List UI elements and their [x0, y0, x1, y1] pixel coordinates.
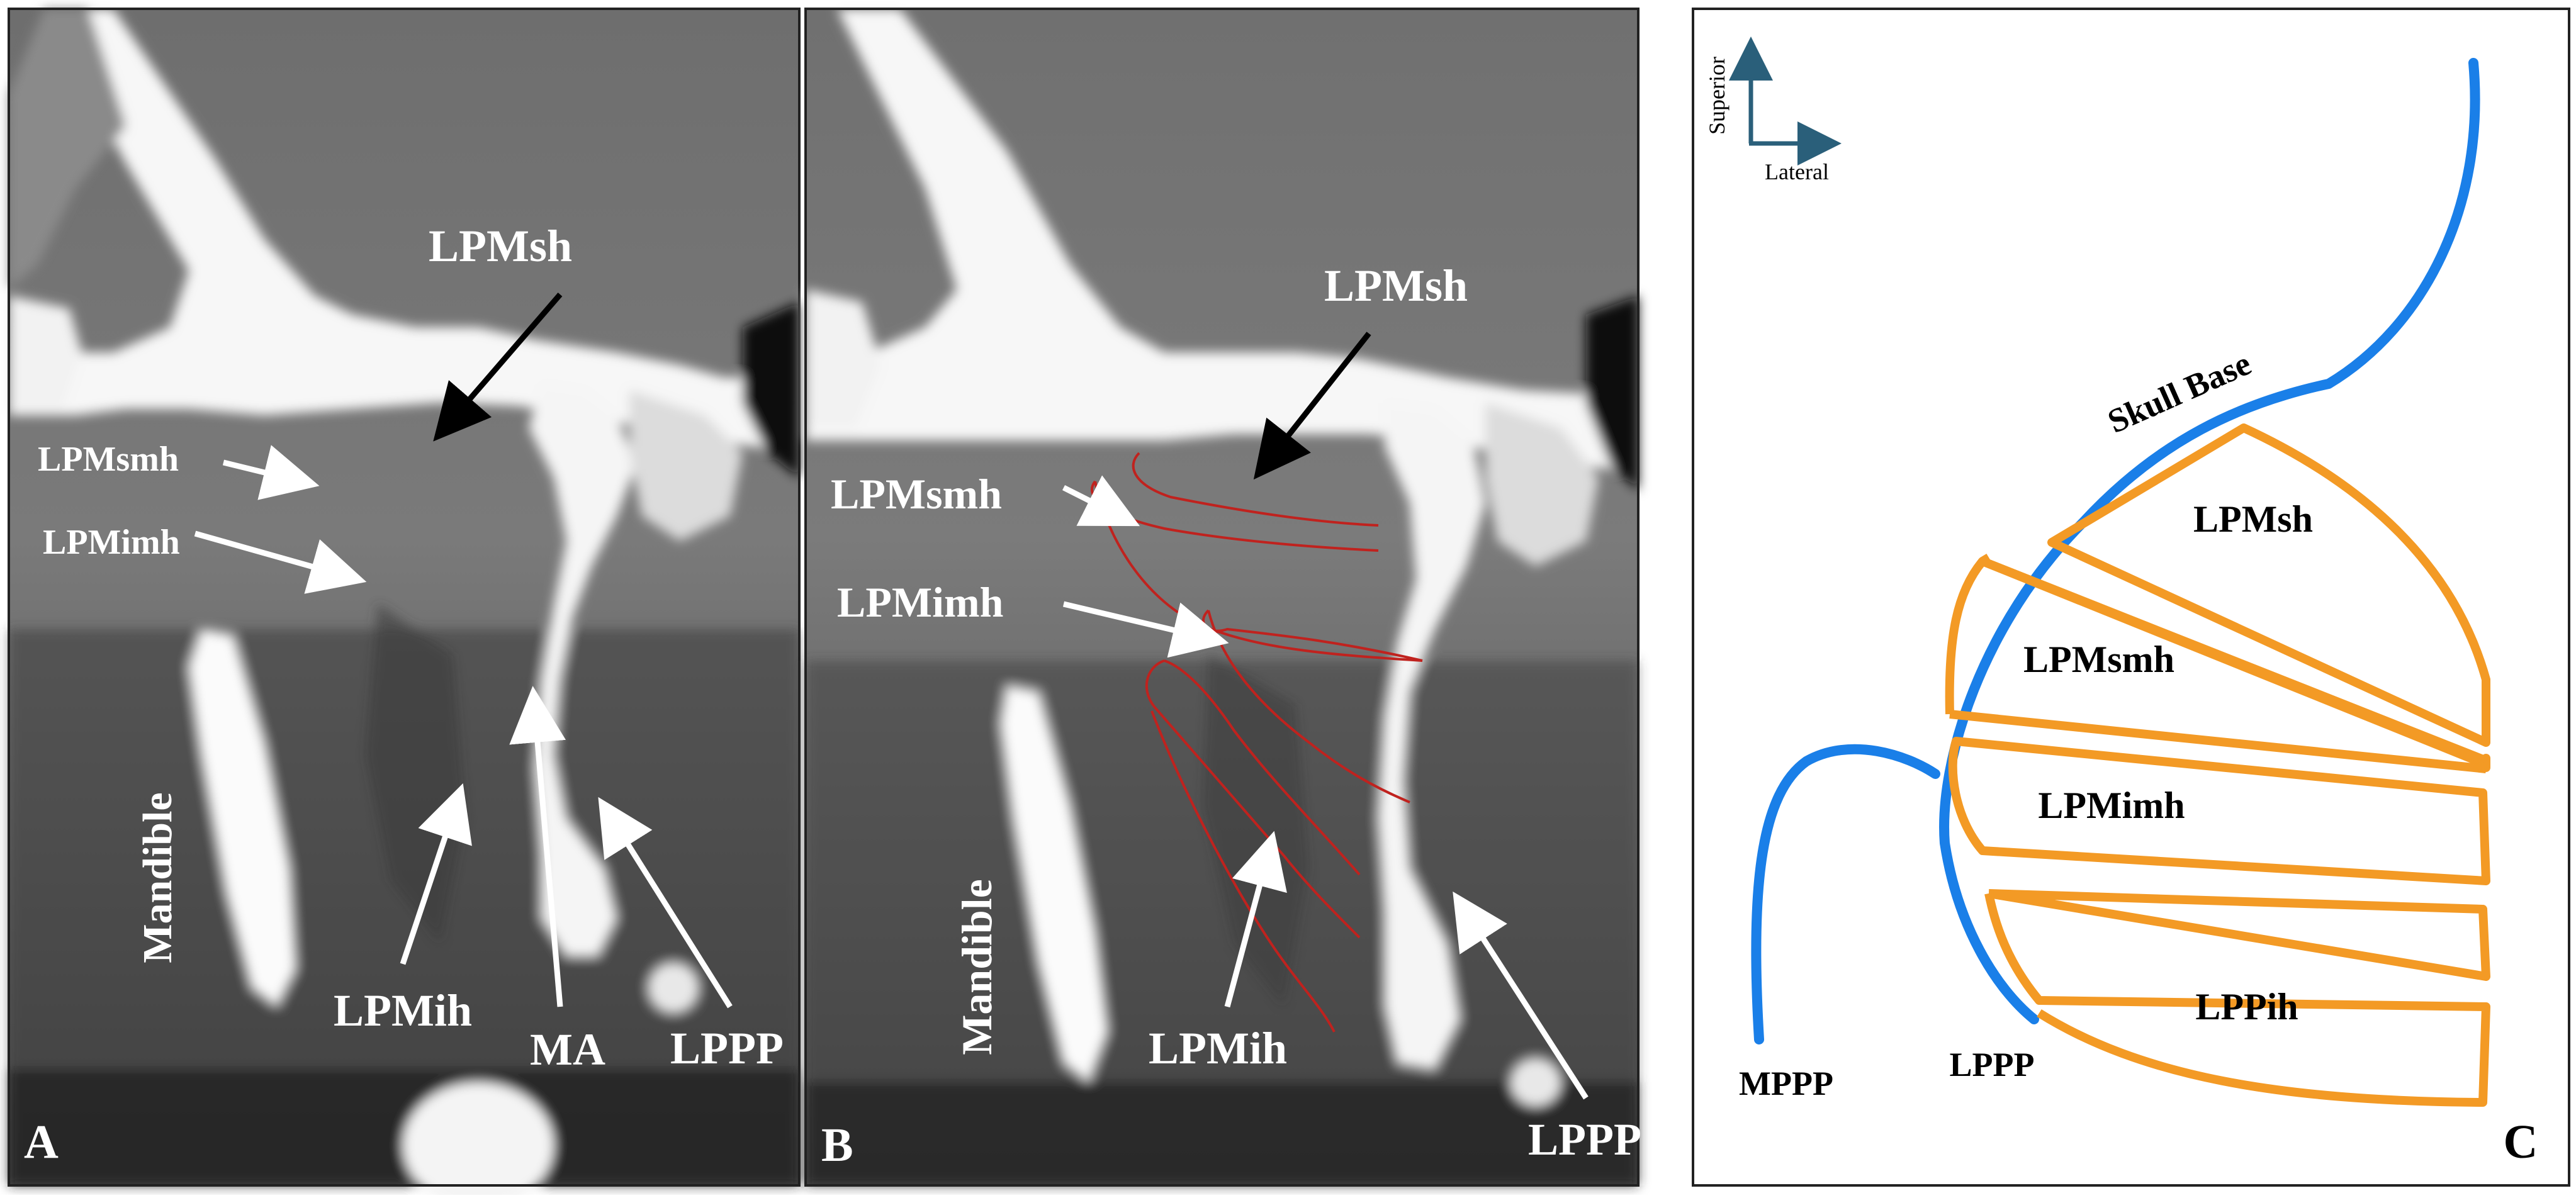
panel-b-arrow-lpmih	[1224, 831, 1287, 1008]
panel-a-arrow-lpmimh	[194, 530, 367, 594]
panel-a-label-lppp: LPPP	[670, 1023, 784, 1073]
panel-b-label-lppp: LPPP	[1528, 1114, 1641, 1165]
panel-c-letter: C	[2504, 1116, 2538, 1168]
panel-b-label-lpmsmh: LPMsmh	[831, 470, 1002, 518]
panel-a-arrow-lpmsmh	[222, 445, 320, 500]
panel-c-label-lpmsmh: LPMsmh	[2023, 639, 2174, 680]
panel-b-label-lpmih: LPMih	[1149, 1023, 1287, 1073]
panel-b-label-lpmsh: LPMsh	[1324, 260, 1468, 311]
panel-c: Superior Lateral Skull Base LPMsh LPMsmh…	[1692, 8, 2570, 1187]
panel-c-background	[1692, 8, 2570, 1187]
panel-a-label-lpmimh: LPMimh	[43, 523, 180, 562]
axis-label-superior: Superior	[1704, 57, 1730, 135]
panel-c-label-lpmimh: LPMimh	[2038, 785, 2185, 826]
panel-b-label-lpmimh: LPMimh	[837, 578, 1003, 626]
panel-a-label-lpmsmh: LPMsmh	[38, 440, 179, 479]
panel-b-arrow-lppp	[1453, 891, 1589, 1100]
orientation-axes: Superior Lateral	[1704, 36, 1842, 184]
panel-a-label-lpmih: LPMih	[334, 985, 472, 1036]
panel-a-border	[8, 8, 801, 1187]
panel-b-label-mandible: Mandible	[953, 879, 1001, 1055]
panel-a-arrow-lpmsh	[433, 293, 563, 442]
panel-a-label-ma: MA	[530, 1024, 605, 1075]
panel-b-arrow-lpmimh	[1062, 601, 1229, 658]
compartment-lpmimh	[1948, 737, 2490, 885]
panel-a-arrow-lpmih	[400, 783, 472, 965]
panel-a-letter: A	[24, 1116, 59, 1168]
mppp-curve	[1751, 744, 1940, 1044]
panel-a-label-mandible: Mandible	[135, 792, 181, 963]
muscle-compartments	[1945, 423, 2490, 1107]
panel-b-border	[804, 8, 1640, 1187]
panel-a-arrow-lppp	[598, 797, 733, 1009]
panel-c-label-lppih: LPPih	[2195, 986, 2298, 1027]
panel-b: LPMsh LPMsmh LPMimh Mandible LPMih LPPP …	[804, 8, 1641, 1187]
panel-b-letter: B	[821, 1119, 853, 1172]
panel-b-arrow-lpmsmh	[1062, 475, 1140, 527]
panel-c-label-lppp: LPPP	[1950, 1046, 2035, 1083]
compartment-lpmsh	[2047, 423, 2490, 747]
panel-a-arrow-ma	[509, 686, 566, 1007]
compartment-lppih	[1988, 889, 2490, 981]
panel-b-arrow-lpmsh	[1253, 332, 1371, 480]
panel-c-label-lpmsh: LPMsh	[2193, 498, 2313, 540]
axis-label-lateral: Lateral	[1765, 159, 1829, 184]
panel-c-label-mppp: MPPP	[1739, 1065, 1833, 1102]
panel-a-label-lpmsh: LPMsh	[429, 221, 572, 271]
panel-a: LPMsh LPMsmh LPMimh Mandible LPMih MA LP…	[8, 8, 801, 1198]
